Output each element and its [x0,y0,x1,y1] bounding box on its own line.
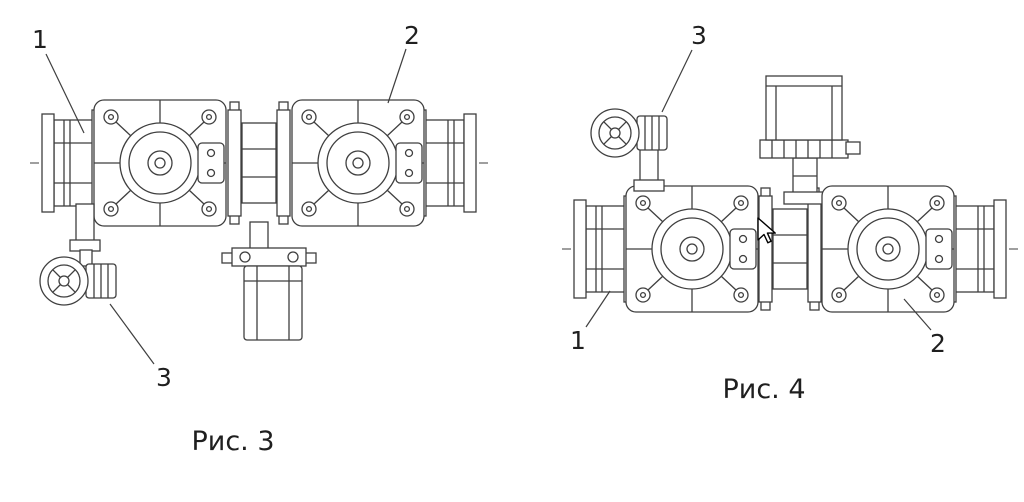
mouse-cursor-icon [757,217,776,244]
fig3-valve-unit-left [93,99,227,227]
fig3-callout-2-leader [387,48,407,104]
fig3-drain-valve [39,203,117,306]
figure-4-drawing: 3 1 2 Рис. 4 [561,21,1019,405]
fig3-coupling [227,101,291,225]
fig3-pipe-bracket [221,247,317,341]
fig4-drain-valve [590,108,668,192]
fig4-valve-unit-left [625,185,759,313]
fig4-callout-1-leader [585,290,611,328]
fig4-electric-actuator [759,75,861,205]
fig4-callout-3-label: 3 [691,21,707,50]
fig3-handwheel-icon [39,256,89,306]
fig4-handwheel-icon [590,108,640,158]
fig3-callout-3-leader [109,303,155,365]
fig4-coupling [758,187,822,311]
figure-3-drawing: 1 2 3 Рис. 3 [29,21,489,457]
fig4-valve-unit-right [821,185,955,313]
fig4-right-pipe-end [945,195,1019,303]
fig3-right-pipe-end [415,109,489,217]
fig4-callout-2-leader [903,298,932,331]
fig3-callout-1-label: 1 [32,25,48,54]
fig3-callout-3-label: 3 [156,363,172,392]
fig3-callout-2-label: 2 [404,21,420,50]
fig3-callout-1-leader [45,53,85,134]
fig3-caption: Рис. 3 [191,426,274,457]
fig4-callout-3-leader [661,49,693,113]
fig4-callout-1-label: 1 [570,326,586,355]
fig4-caption: Рис. 4 [722,374,805,405]
fig4-callout-2-label: 2 [930,329,946,358]
fig3-valve-unit-right [291,99,425,227]
fig4-left-pipe-end [561,195,635,303]
fig3-left-pipe-end [29,109,103,217]
